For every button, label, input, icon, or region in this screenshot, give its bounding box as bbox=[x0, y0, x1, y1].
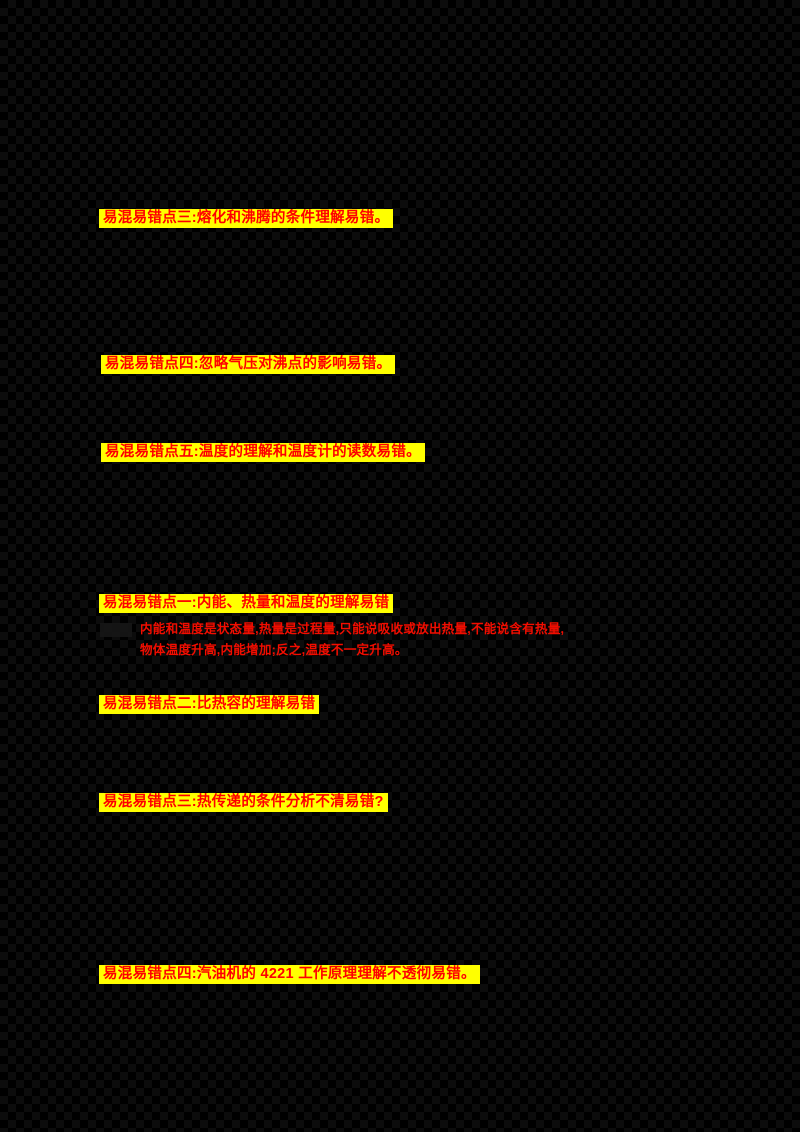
highlighted-heading-temperature-thermometer-reading: 易混易错点五:温度的理解和温度计的读数易错。 bbox=[101, 443, 425, 462]
highlighted-heading-specific-heat-capacity: 易混易错点二:比热容的理解易错 bbox=[99, 695, 320, 714]
internal-energy-note: 内能和温度是状态量,热量是过程量,只能说吸收或放出热量,不能说含有热量, 物体温… bbox=[140, 619, 640, 661]
highlighted-heading-melting-boiling-conditions: 易混易错点三:熔化和沸腾的条件理解易错。 bbox=[99, 209, 394, 228]
highlighted-heading-gasoline-engine-4221: 易混易错点四:汽油机的 4221 工作原理理解不透彻易错。 bbox=[99, 965, 480, 984]
highlighted-heading-internal-energy-heat-temperature: 易混易错点一:内能、热量和温度的理解易错 bbox=[99, 594, 394, 613]
highlighted-heading-heat-transfer-conditions: 易混易错点三:热传递的条件分析不清易错? bbox=[99, 793, 388, 812]
highlighted-heading-air-pressure-boiling-point: 易混易错点四:忽略气压对沸点的影响易错。 bbox=[101, 355, 396, 374]
faint-list-marker bbox=[100, 623, 132, 637]
internal-energy-note-line-1: 内能和温度是状态量,热量是过程量,只能说吸收或放出热量,不能说含有热量, bbox=[140, 622, 565, 636]
internal-energy-note-line-2: 物体温度升高,内能增加;反之,温度不一定升高。 bbox=[140, 643, 408, 657]
